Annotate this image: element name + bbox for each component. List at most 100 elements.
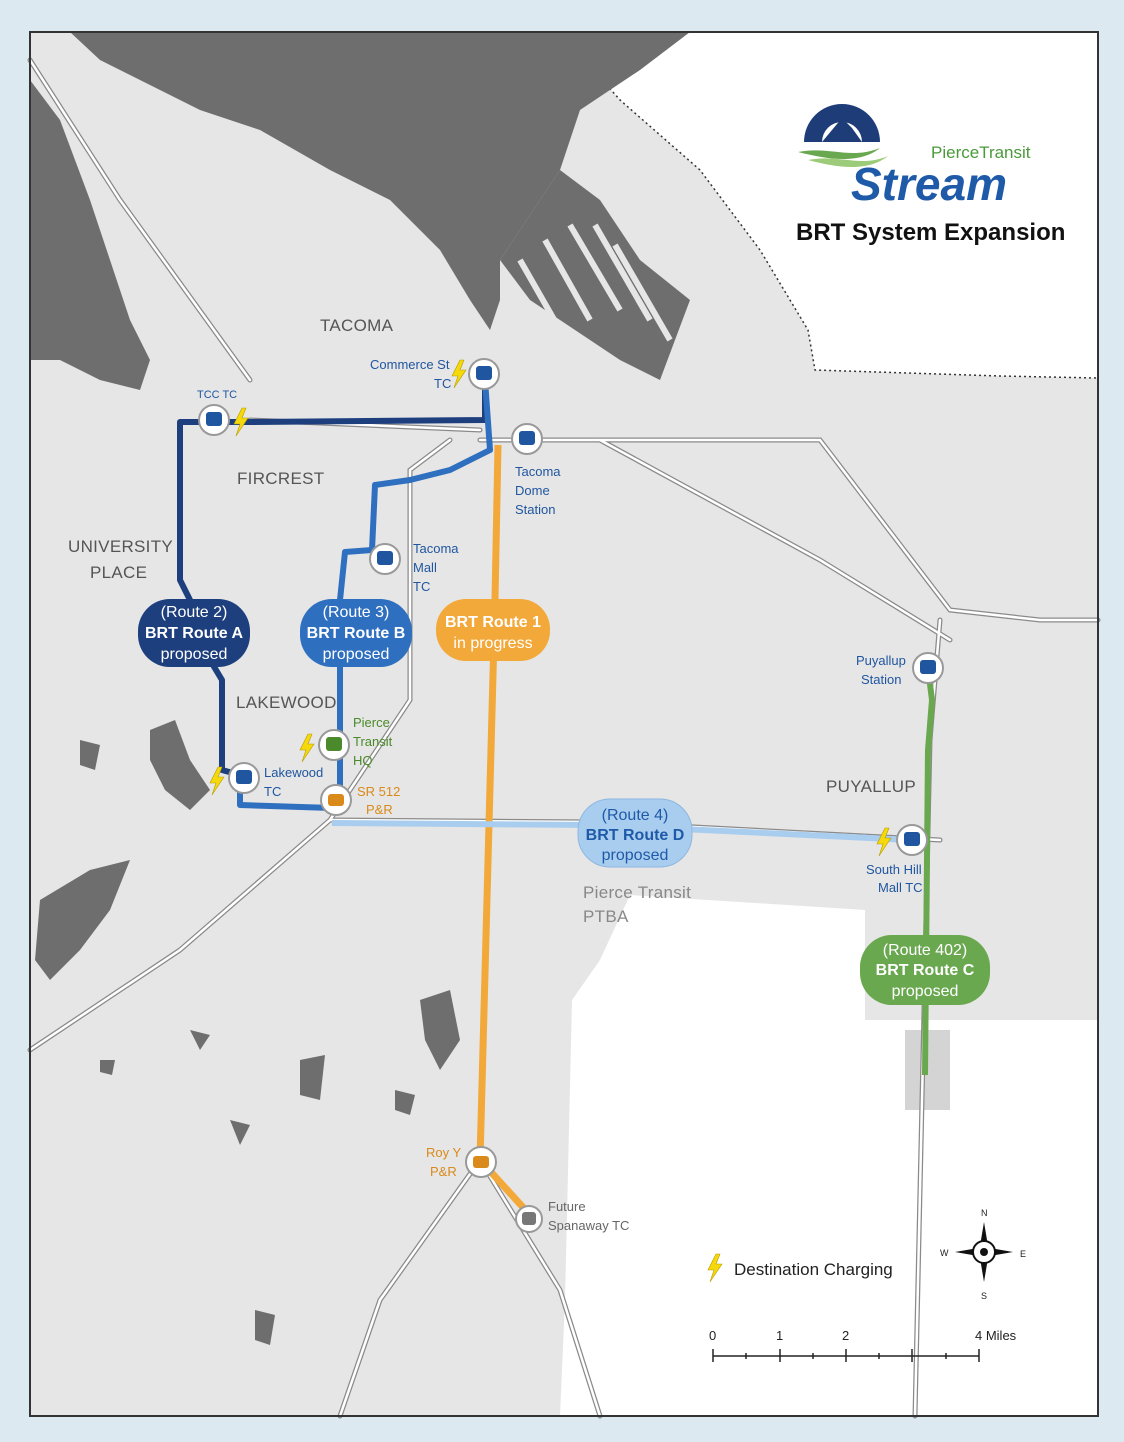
- route-a-name: BRT Route A: [145, 625, 244, 642]
- label-lakewood-1: Lakewood: [264, 765, 323, 780]
- label-dome-2: Dome: [515, 483, 550, 498]
- route-c-name: BRT Route C: [876, 962, 975, 979]
- place-university: UNIVERSITY: [68, 537, 173, 556]
- charging-icons: [209, 359, 892, 857]
- ptba-boundary: [559, 31, 1099, 379]
- compass-e: E: [1020, 1249, 1026, 1259]
- route-c-line: [922, 667, 935, 1076]
- tcc-tc-stop[interactable]: [198, 404, 230, 436]
- label-roy-2: P&R: [430, 1164, 457, 1179]
- compass-rose-icon: N S E W: [940, 1208, 1026, 1301]
- charging-bolt-icon: [233, 407, 249, 437]
- label-roy-1: Roy Y: [426, 1145, 461, 1160]
- puyallup-station-stop[interactable]: [912, 652, 944, 684]
- spanaway-tc-stop[interactable]: [515, 1205, 543, 1233]
- roy-y-pr-stop[interactable]: [465, 1146, 497, 1178]
- commencement-bay: [70, 32, 690, 330]
- place-tacoma: TACOMA: [320, 316, 394, 335]
- place-ptba-1: Pierce Transit: [583, 883, 691, 902]
- logo-product: Stream: [851, 158, 1007, 210]
- label-mall-3: TC: [413, 579, 430, 594]
- charging-bolt-icon: [876, 827, 892, 857]
- label-hq-3: HQ: [353, 753, 373, 768]
- charging-bolt-icon: [451, 359, 467, 389]
- compass-w: W: [940, 1248, 949, 1258]
- route-1-badge[interactable]: BRT Route 1 in progress: [436, 599, 550, 661]
- map-frame: [29, 31, 1099, 1417]
- label-sr512-1: SR 512: [357, 784, 400, 799]
- route-1-name: BRT Route 1: [445, 614, 541, 631]
- label-sr512-2: P&R: [366, 802, 393, 817]
- charging-bolt-icon: [299, 733, 315, 763]
- label-commerce-1: Commerce St: [370, 357, 450, 372]
- tacoma-mall-stop[interactable]: [369, 543, 401, 575]
- legend-charging-label: Destination Charging: [734, 1260, 893, 1279]
- route-d-sub: (Route 4): [602, 807, 669, 824]
- scale-1: 1: [776, 1328, 783, 1343]
- south-hill-mall-stop[interactable]: [896, 824, 928, 856]
- label-dome-1: Tacoma: [515, 464, 561, 479]
- place-place: PLACE: [90, 563, 147, 582]
- route-a-status: proposed: [161, 646, 228, 663]
- label-tcc: TCC TC: [197, 389, 237, 401]
- compass-n: N: [981, 1208, 988, 1218]
- label-mall-2: Mall: [413, 560, 437, 575]
- charging-bolt-icon: [209, 766, 225, 796]
- route-b-sub: (Route 3): [323, 604, 390, 621]
- logo-swoosh2-icon: [808, 156, 888, 167]
- lakes: [35, 720, 460, 1345]
- route-a-line: [177, 372, 488, 778]
- map-title: BRT System Expansion: [796, 219, 1065, 246]
- stream-logo: PierceTransit Stream: [798, 104, 1031, 210]
- label-hq-1: Pierce: [353, 715, 390, 730]
- label-spanaway-1: Future: [548, 1199, 586, 1214]
- commerce-st-stop[interactable]: [468, 358, 500, 390]
- scale-2: 2: [842, 1328, 849, 1343]
- label-commerce-2: TC: [434, 376, 451, 391]
- place-puyallup: PUYALLUP: [826, 777, 916, 796]
- pierce-transit-hq-stop[interactable]: [318, 729, 350, 761]
- route-c-sub: (Route 402): [883, 942, 968, 959]
- port-waterways: [500, 170, 690, 380]
- legend: Destination Charging: [707, 1253, 893, 1283]
- tacoma-dome-stop[interactable]: [511, 423, 543, 455]
- route-b-name: BRT Route B: [307, 625, 406, 642]
- logo-mountain-icon: [822, 118, 862, 142]
- label-southhill-1: South Hill: [866, 862, 922, 877]
- sr512-pr-stop[interactable]: [320, 784, 352, 816]
- label-hq-2: Transit: [353, 734, 393, 749]
- narrows-water: [30, 80, 150, 390]
- route-1-line: [476, 444, 533, 1218]
- outside-ptba-south: [560, 895, 1098, 1416]
- logo-arc-icon: [804, 104, 880, 142]
- lakewood-tc-stop[interactable]: [228, 762, 260, 794]
- label-southhill-2: Mall TC: [878, 880, 923, 895]
- label-dome-3: Station: [515, 502, 555, 517]
- label-puyallup-2: Station: [861, 672, 901, 687]
- route-c-status: proposed: [892, 983, 959, 1000]
- route-d-status: proposed: [602, 847, 669, 864]
- compass-s: S: [981, 1291, 987, 1301]
- place-fircrest: FIRCREST: [237, 469, 324, 488]
- place-lakewood: LAKEWOOD: [236, 693, 337, 712]
- route-1-status: in progress: [453, 635, 532, 652]
- label-lakewood-2: TC: [264, 784, 281, 799]
- logo-swoosh-icon: [798, 148, 880, 159]
- scale-bar: 0 1 2 4 Miles: [709, 1328, 1017, 1362]
- route-a-badge[interactable]: (Route 2) BRT Route A proposed: [138, 599, 250, 667]
- route-d-badge[interactable]: (Route 4) BRT Route D proposed: [577, 798, 693, 868]
- label-mall-1: Tacoma: [413, 541, 459, 556]
- outside-ptba-north: [560, 32, 1098, 378]
- route-d-name: BRT Route D: [586, 827, 685, 844]
- port-piers: [517, 223, 673, 342]
- label-puyallup-1: Puyallup: [856, 653, 906, 668]
- route-b-status: proposed: [323, 646, 390, 663]
- route-b-badge[interactable]: (Route 3) BRT Route B proposed: [300, 599, 412, 667]
- scale-4: 4 Miles: [975, 1328, 1017, 1343]
- route-a-sub: (Route 2): [161, 604, 228, 621]
- route-c-badge[interactable]: (Route 402) BRT Route C proposed: [860, 935, 990, 1005]
- route-b-line: [237, 379, 493, 811]
- label-spanaway-2: Spanaway TC: [548, 1218, 629, 1233]
- stop-icons: [198, 358, 944, 1233]
